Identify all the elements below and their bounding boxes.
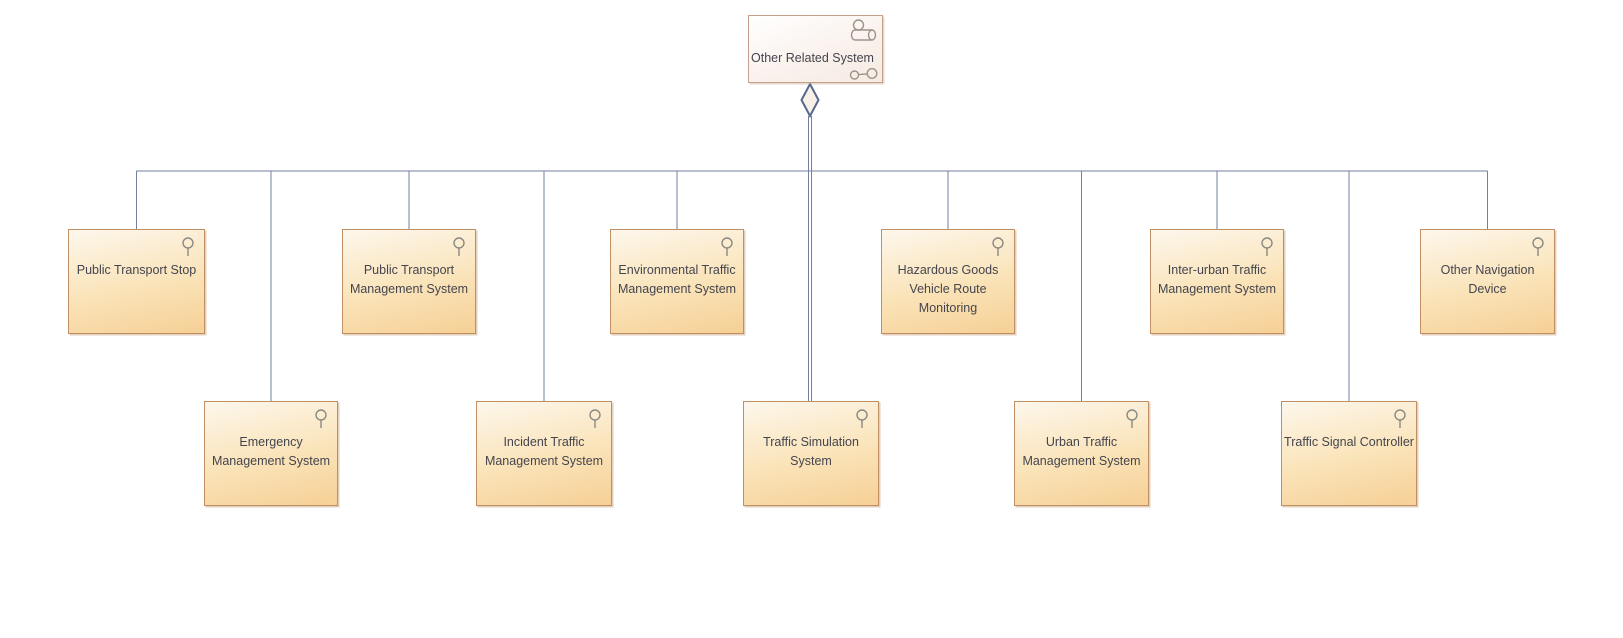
system-cylinder-icon [850,19,877,41]
node-label: Environmental Traffic Management System [617,263,737,296]
node-label: Traffic Simulation System [763,435,859,468]
node-public-transport-stop[interactable]: Public Transport Stop [68,229,205,334]
node-traffic-simulation-system[interactable]: Traffic Simulation System [743,401,879,506]
interface-lollipop-icon [453,237,465,256]
node-hazardous-goods-vehicle-route-monitoring[interactable]: Hazardous Goods Vehicle Route Monitoring [881,229,1015,334]
interface-lollipop-icon [182,237,194,256]
node-label: Urban Traffic Management System [1022,435,1141,468]
node-label: Public Transport Management System [349,263,469,296]
node-other-navigation-device[interactable]: Other Navigation Device [1420,229,1555,334]
interface-lollipop-icon [1126,409,1138,428]
node-urban-traffic-management-system[interactable]: Urban Traffic Management System [1014,401,1149,506]
interface-lollipop-icon [1532,237,1544,256]
node-label: Emergency Management System [211,435,331,468]
node-label: Incident Traffic Management System [484,435,604,468]
node-label: Traffic Signal Controller [1284,435,1414,449]
node-label: Inter-urban Traffic Management System [1157,263,1277,296]
node-incident-traffic-management-system[interactable]: Incident Traffic Management System [476,401,612,506]
node-label: Public Transport Stop [76,263,197,277]
interface-lollipop-icon [721,237,733,256]
collaboration-icon [849,67,878,80]
aggregation-diamond-icon [800,81,820,119]
node-environmental-traffic-management-system[interactable]: Environmental Traffic Management System [610,229,744,334]
node-label: Hazardous Goods Vehicle Route Monitoring [897,263,999,315]
interface-lollipop-icon [1394,409,1406,428]
node-label: Other Navigation Device [1440,263,1535,296]
interface-lollipop-icon [992,237,1004,256]
node-label: Other Related System [751,51,874,65]
interface-lollipop-icon [1261,237,1273,256]
node-traffic-signal-controller[interactable]: Traffic Signal Controller [1281,401,1417,506]
interface-lollipop-icon [315,409,327,428]
node-emergency-management-system[interactable]: Emergency Management System [204,401,338,506]
interface-lollipop-icon [856,409,868,428]
node-other-related-system[interactable]: Other Related System [748,15,883,83]
node-public-transport-management-system[interactable]: Public Transport Management System [342,229,476,334]
interface-lollipop-icon [589,409,601,428]
node-inter-urban-traffic-management-system[interactable]: Inter-urban Traffic Management System [1150,229,1284,334]
